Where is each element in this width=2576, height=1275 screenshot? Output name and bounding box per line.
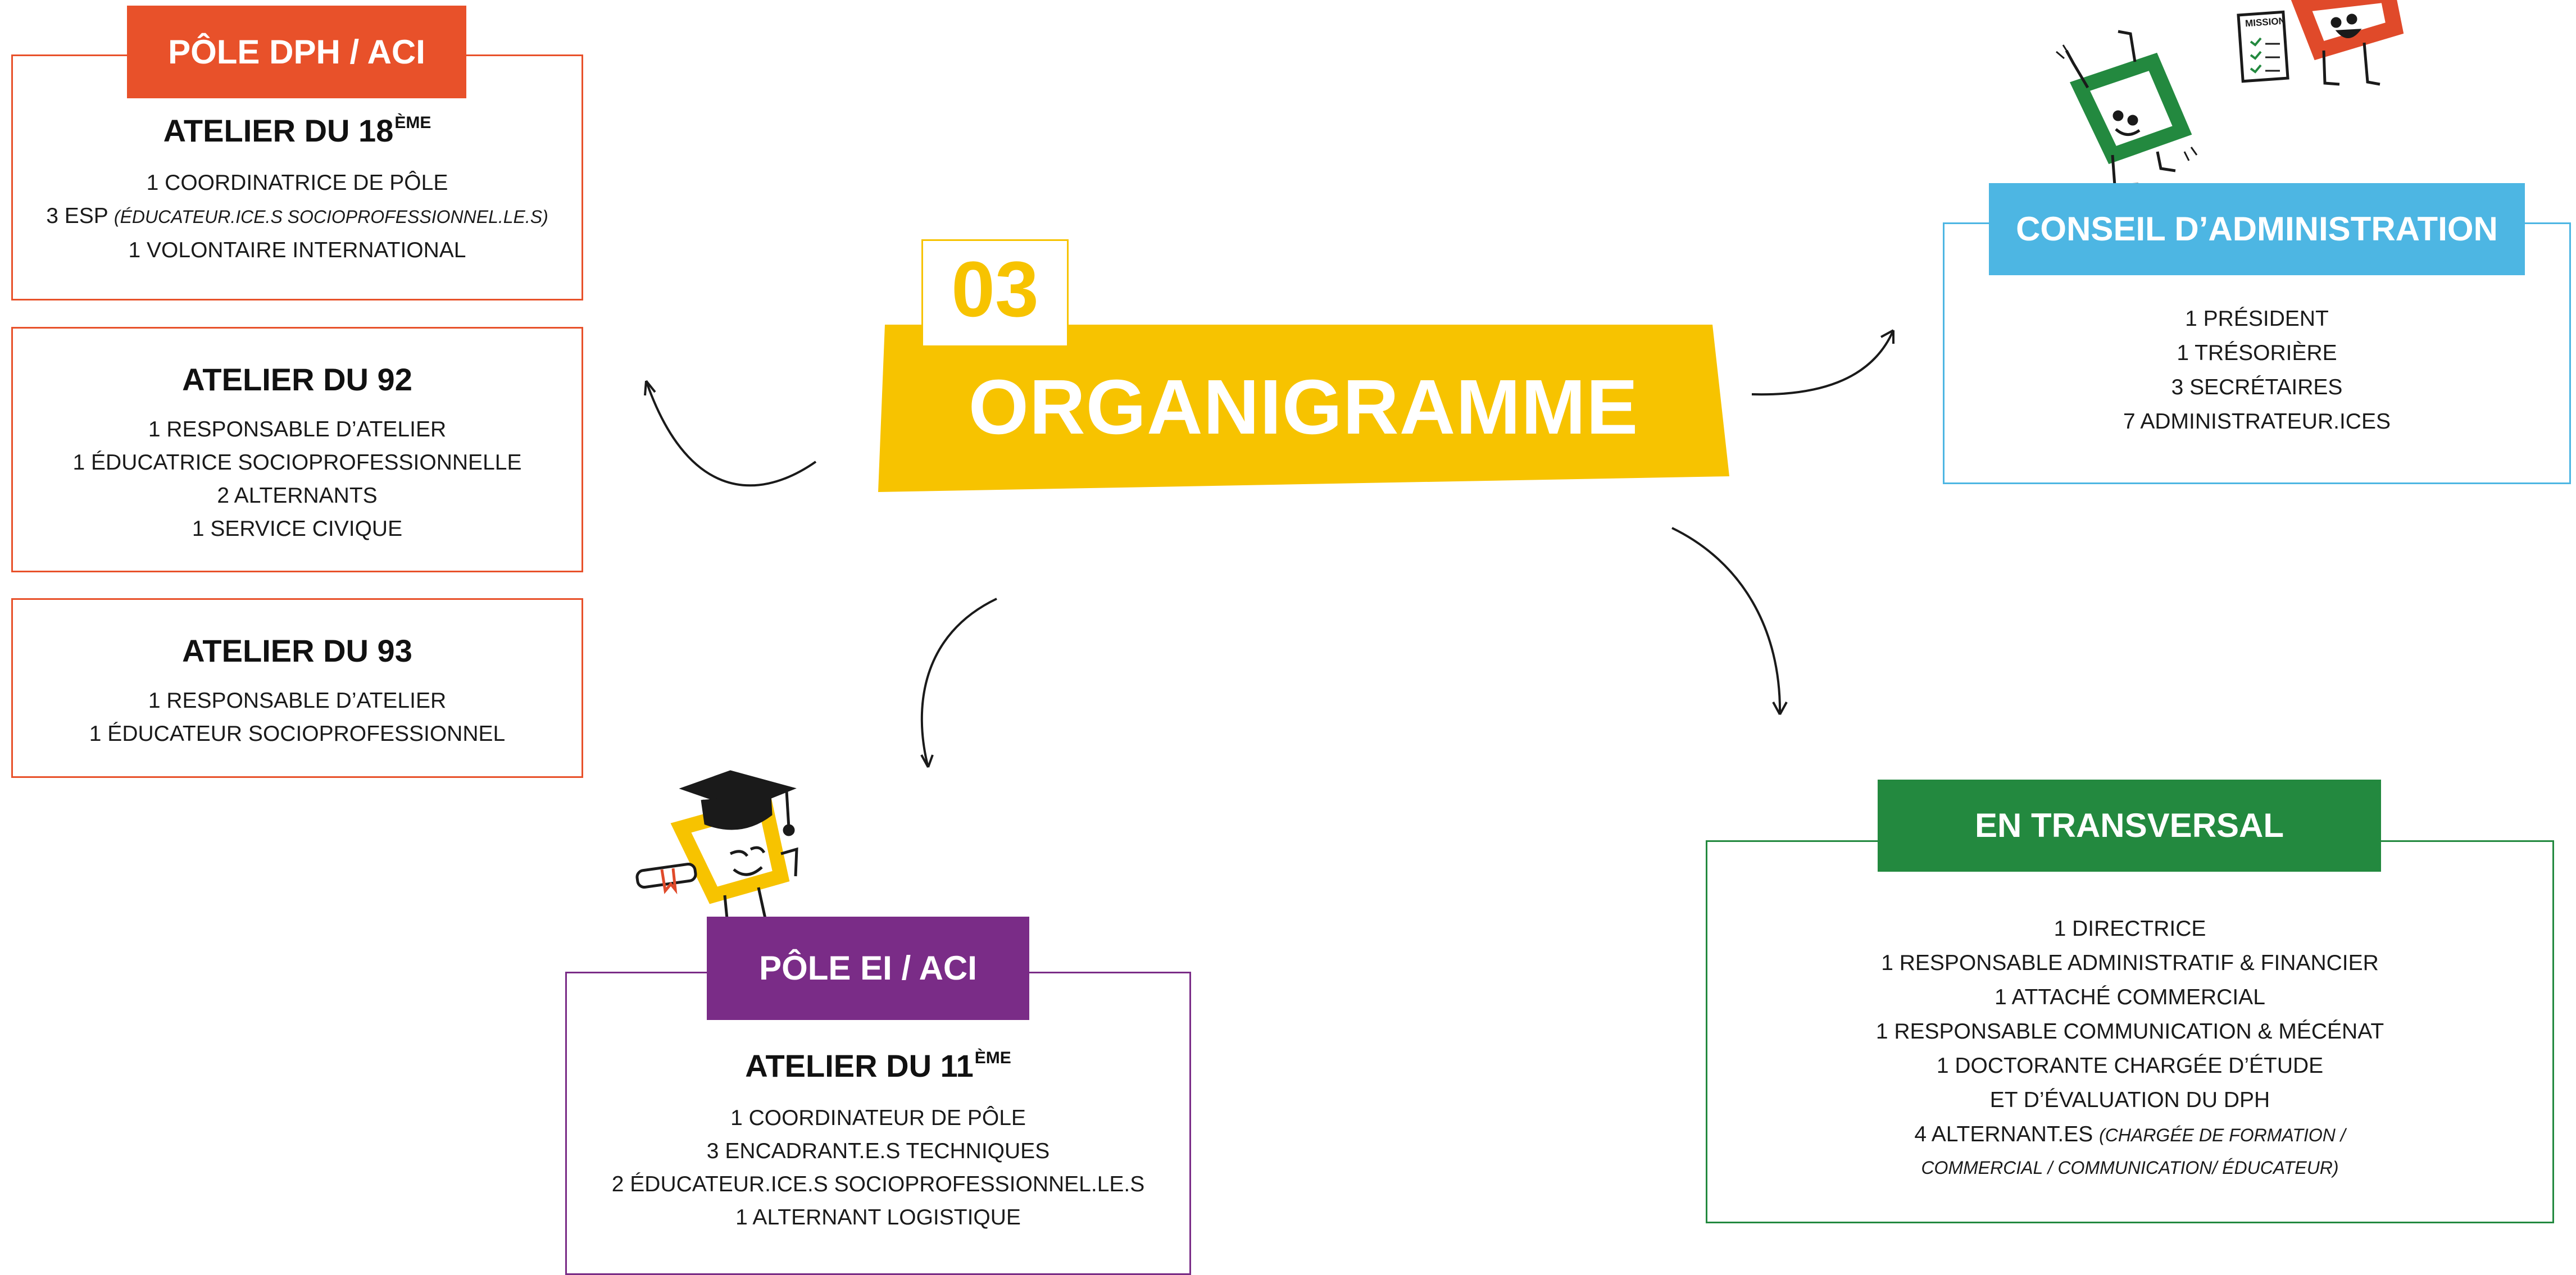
staff-line: 1 RESPONSABLE D’ATELIER bbox=[148, 417, 447, 441]
staff-line: 2 ALTERNANTS bbox=[217, 484, 378, 508]
staff-line: 1 SERVICE CIVIQUE bbox=[192, 517, 403, 541]
member-line: 1 PRÉSIDENT bbox=[2185, 307, 2329, 331]
section-number-box bbox=[921, 239, 1069, 347]
arrow-to-pole-ei bbox=[920, 598, 997, 768]
atelier-18-staff: 1 COORDINATRICE DE PÔLE 3 ESP (ÉDUCATEUR… bbox=[13, 166, 581, 267]
staff-line: 2 ÉDUCATEUR.ICE.S SOCIOPROFESSIONNEL.LE.… bbox=[611, 1172, 1145, 1196]
atelier-93-staff: 1 RESPONSABLE D’ATELIER 1 ÉDUCATEUR SOCI… bbox=[13, 684, 581, 750]
arrow-to-transversal bbox=[1671, 527, 1782, 715]
atelier-92-title: ATELIER DU 92 bbox=[182, 362, 412, 397]
member-line: 3 SECRÉTAIRES bbox=[2171, 375, 2343, 399]
arrow-to-pole-dph bbox=[645, 380, 817, 487]
atelier-92-card: ATELIER DU 92 1 RESPONSABLE D’ATELIER 1 … bbox=[11, 327, 583, 572]
atelier-93-title: ATELIER DU 93 bbox=[182, 633, 412, 668]
staff-line: 1 COORDINATEUR DE PÔLE bbox=[730, 1106, 1026, 1130]
staff-line: COMMERCIAL / COMMUNICATION/ ÉDUCATEUR) bbox=[1921, 1158, 2339, 1178]
conseil-members: 1 PRÉSIDENT 1 TRÉSORIÈRE 3 SECRÉTAIRES 7… bbox=[1945, 302, 2569, 439]
staff-line: 4 ALTERNANT.ES (CHARGÉE DE FORMATION / bbox=[1914, 1122, 2346, 1146]
page-title: ORGANIGRAMME bbox=[968, 364, 1639, 450]
atelier-11-staff: 1 COORDINATEUR DE PÔLE 3 ENCADRANT.E.S T… bbox=[567, 1101, 1189, 1234]
staff-line: 1 ÉDUCATEUR SOCIOPROFESSIONNEL bbox=[89, 722, 506, 746]
staff-line: 1 DOCTORANTE CHARGÉE D’ÉTUDE bbox=[1936, 1054, 2324, 1078]
atelier-11-title: ATELIER DU 11ÈME bbox=[745, 1048, 1011, 1083]
staff-line: 1 ÉDUCATRICE SOCIOPROFESSIONNELLE bbox=[72, 450, 522, 475]
staff-line: 1 RESPONSABLE COMMUNICATION & MÉCÉNAT bbox=[1875, 1019, 2384, 1044]
staff-line: 1 DIRECTRICE bbox=[2053, 917, 2206, 941]
staff-line: 1 ATTACHÉ COMMERCIAL bbox=[1995, 985, 2265, 1009]
atelier-11-card: ATELIER DU 11ÈME 1 COORDINATEUR DE PÔLE … bbox=[565, 972, 1191, 1275]
pole-dph-tag: PÔLE DPH / ACI bbox=[127, 6, 466, 98]
atelier-18-title: ATELIER DU 18ÈME bbox=[163, 113, 431, 148]
staff-line: 1 RESPONSABLE ADMINISTRATIF & FINANCIER bbox=[1881, 951, 2379, 975]
staff-line: 3 ENCADRANT.E.S TECHNIQUES bbox=[706, 1139, 1050, 1163]
member-line: 7 ADMINISTRATEUR.ICES bbox=[2123, 409, 2391, 434]
conseil-tag: CONSEIL D’ADMINISTRATION bbox=[1989, 183, 2525, 275]
staff-line: 1 ALTERNANT LOGISTIQUE bbox=[735, 1205, 1021, 1230]
staff-line: 1 VOLONTAIRE INTERNATIONAL bbox=[128, 238, 466, 262]
staff-line: 3 ESP (ÉDUCATEUR.ICE.S SOCIOPROFESSIONNE… bbox=[46, 204, 548, 228]
transversal-staff: 1 DIRECTRICE 1 RESPONSABLE ADMINISTRATIF… bbox=[1707, 912, 2552, 1183]
pole-ei-tag: PÔLE EI / ACI bbox=[707, 917, 1029, 1020]
member-line: 1 TRÉSORIÈRE bbox=[2177, 341, 2337, 365]
atelier-93-card: ATELIER DU 93 1 RESPONSABLE D’ATELIER 1 … bbox=[11, 598, 583, 778]
staff-line: 1 RESPONSABLE D’ATELIER bbox=[148, 689, 447, 713]
staff-line: 1 COORDINATRICE DE PÔLE bbox=[146, 171, 448, 195]
section-number: 03 bbox=[951, 245, 1039, 333]
transversal-tag: EN TRANSVERSAL bbox=[1878, 780, 2381, 872]
atelier-92-staff: 1 RESPONSABLE D’ATELIER 1 ÉDUCATRICE SOC… bbox=[13, 413, 581, 545]
arrow-to-conseil bbox=[1751, 330, 1894, 396]
staff-line: ET D’ÉVALUATION DU DPH bbox=[1989, 1088, 2270, 1112]
